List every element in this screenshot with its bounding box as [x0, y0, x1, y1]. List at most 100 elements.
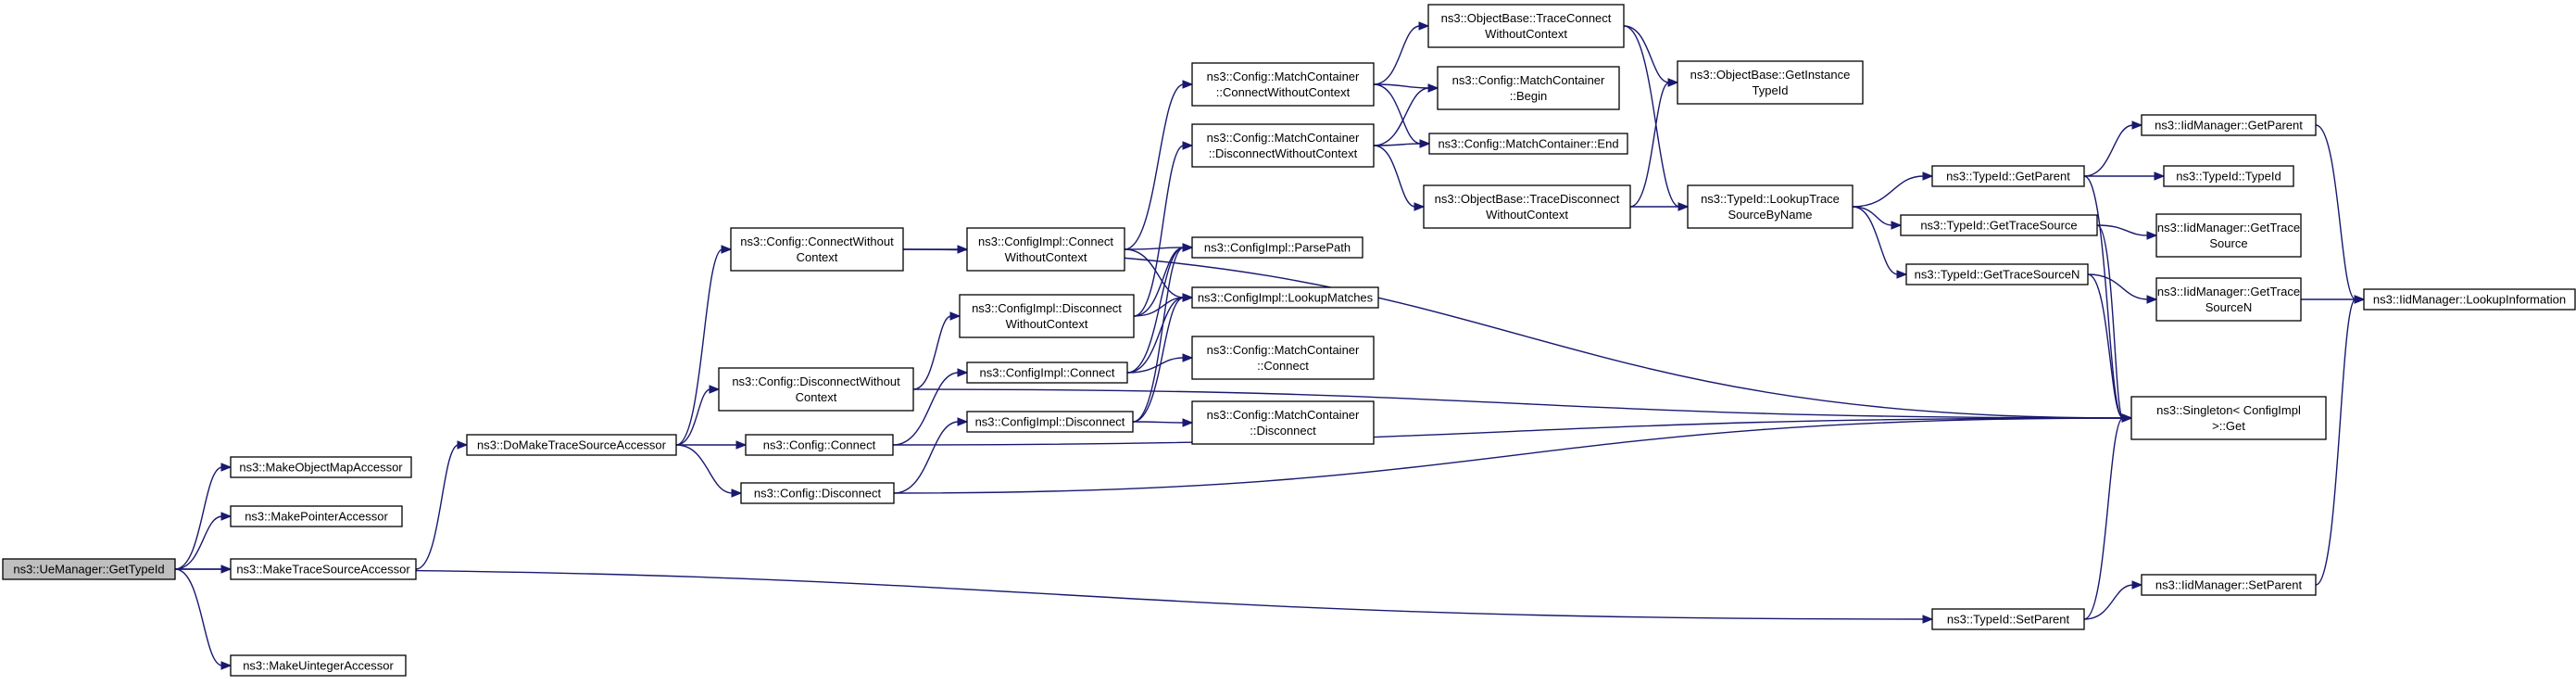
node-impl-connect-wo-ctx[interactable]: ns3::ConfigImpl::ConnectWithoutContext	[966, 227, 1125, 272]
edge-obTraceDisconnectWoCtx-to-lookupTraceSource	[1629, 202, 1690, 211]
node-iid-get-trace-source[interactable]: ns3::IidManager::GetTraceSource	[2155, 213, 2302, 258]
node-box	[2130, 396, 2327, 440]
node-do-make-trace[interactable]: ns3::DoMakeTraceSourceAccessor	[466, 434, 677, 456]
edge-arrowhead	[957, 417, 969, 426]
node-type-id-set-parent[interactable]: ns3::TypeId::SetParent	[1931, 608, 2085, 630]
edge-line	[892, 372, 960, 446]
node-singleton-get[interactable]: ns3::Singleton< ConfigImpl>::Get	[2130, 396, 2327, 440]
edge-implDisconnect-to-lookupMatches	[1132, 293, 1194, 423]
edge-line	[892, 417, 2124, 446]
edge-arrowhead	[2354, 295, 2366, 304]
node-box	[1191, 236, 1363, 259]
node-cfg-connect[interactable]: ns3::Config::Connect	[745, 434, 894, 456]
node-box	[2363, 288, 2576, 311]
edge-arrowhead	[949, 311, 961, 321]
node-cfg-connect-wo-ctx[interactable]: ns3::Config::ConnectWithoutContext	[730, 227, 904, 272]
node-label: SourceByName	[1728, 208, 1812, 222]
node-label: ns3::ObjectBase::TraceDisconnect	[1435, 192, 1620, 206]
node-mc-end[interactable]: ns3::Config::MatchContainer::End	[1428, 133, 1628, 155]
node-label: ns3::Config::MatchContainer	[1207, 131, 1360, 145]
node-label: TypeId	[1752, 83, 1788, 97]
edge-lookupTraceSource-to-typeIdGetTraceSource	[1852, 206, 1903, 230]
edge-arrowhead	[731, 488, 743, 498]
node-type-id-get-trace-source[interactable]: ns3::TypeId::GetTraceSource	[1900, 214, 2098, 236]
edge-lookupTraceSource-to-typeIdGetTraceSourceN	[1852, 206, 1908, 279]
edge-line	[902, 248, 2124, 419]
edge-implConnect-to-parsePath	[1126, 243, 1194, 374]
edge-mcConnectWoCtx-to-obTraceConnectWoCtx	[1373, 21, 1430, 85]
node-iid-set-parent[interactable]: ns3::IidManager::SetParent	[2141, 574, 2317, 596]
node-iid-lookup-info[interactable]: ns3::IidManager::LookupInformation	[2363, 288, 2576, 311]
edge-line	[2315, 124, 2356, 300]
node-parse-path[interactable]: ns3::ConfigImpl::ParsePath	[1191, 236, 1363, 259]
node-type-id-get-trace-source-n[interactable]: ns3::TypeId::GetTraceSourceN	[1905, 263, 2089, 285]
node-label: Context	[797, 250, 838, 264]
edge-line	[1126, 357, 1185, 374]
edge-implDisconnectWoCtx-to-mcDisconnectWoCtx	[1133, 141, 1194, 317]
node-mc-connect-wo-ctx[interactable]: ns3::Config::MatchContainer::ConnectWith…	[1191, 62, 1375, 107]
node-iid-get-parent[interactable]: ns3::IidManager::GetParent	[2141, 114, 2317, 136]
edge-implDisconnect-to-parsePath	[1132, 243, 1194, 423]
node-box	[2141, 574, 2317, 596]
node-mc-disconnect-wo-ctx[interactable]: ns3::Config::MatchContainer::DisconnectW…	[1191, 123, 1375, 168]
edge-arrowhead	[1891, 221, 1903, 230]
edge-typeIdSetParent-to-singletonGet	[2083, 413, 2133, 620]
node-impl-connect[interactable]: ns3::ConfigImpl::Connect	[966, 362, 1128, 384]
edge-arrowhead	[1414, 202, 1426, 211]
edge-arrowhead	[1182, 418, 1194, 427]
edge-arrowhead	[2131, 580, 2143, 590]
node-make-object-map[interactable]: ns3::MakeObjectMapAccessor	[230, 456, 412, 478]
node-make-uinteger[interactable]: ns3::MakeUintegerAccessor	[230, 654, 407, 677]
node-impl-disconnect-wo-ctx[interactable]: ns3::ConfigImpl::DisconnectWithoutContex…	[959, 294, 1135, 338]
edge-arrowhead	[735, 440, 748, 450]
edge-doMakeTrace-to-cfgConnect	[676, 440, 748, 450]
node-get-type-id[interactable]: ns3::UeManager::GetTypeId	[2, 558, 176, 580]
node-make-pointer[interactable]: ns3::MakePointerAccessor	[230, 505, 403, 527]
edge-doMakeTrace-to-cfgConnectWoCtx	[675, 245, 733, 446]
node-box	[1191, 62, 1375, 107]
node-label: ns3::MakeUintegerAccessor	[243, 659, 394, 673]
node-make-trace-source[interactable]: ns3::MakeTraceSourceAccessor	[230, 558, 417, 580]
edge-typeIdGetParent-to-typeIdTypeId	[2084, 171, 2166, 181]
node-lookup-matches[interactable]: ns3::ConfigImpl::LookupMatches	[1191, 286, 1379, 309]
node-box	[1905, 263, 2089, 285]
node-box	[230, 505, 403, 527]
edge-arrowhead	[1182, 243, 1194, 252]
node-mc-connect[interactable]: ns3::Config::MatchContainer::Connect	[1191, 336, 1375, 380]
node-type-id-type-id[interactable]: ns3::TypeId::TypeId	[2163, 165, 2294, 187]
node-cfg-disconnect[interactable]: ns3::Config::Disconnect	[740, 482, 895, 504]
node-type-id-get-parent[interactable]: ns3::TypeId::GetParent	[1931, 165, 2085, 187]
node-label: ns3::TypeId::SetParent	[1947, 613, 2070, 627]
node-impl-disconnect[interactable]: ns3::ConfigImpl::Disconnect	[966, 411, 1134, 433]
node-box	[230, 558, 417, 580]
edge-line	[2087, 273, 2149, 300]
edge-line	[1373, 87, 1430, 146]
edge-line	[1373, 83, 1422, 145]
node-mc-disconnect[interactable]: ns3::Config::MatchContainer::Disconnect	[1191, 400, 1375, 445]
edge-line	[174, 568, 223, 666]
edge-obTraceDisconnectWoCtx-to-obGetInstanceTypeId	[1629, 78, 1679, 208]
edge-arrowhead	[2121, 413, 2133, 423]
node-label: ns3::MakeObjectMapAccessor	[239, 461, 403, 475]
edge-line	[2083, 417, 2124, 620]
node-cfg-disconnect-wo-ctx[interactable]: ns3::Config::DisconnectWithoutContext	[718, 367, 914, 412]
node-label: ns3::TypeId::LookupTrace	[1701, 192, 1840, 206]
node-iid-get-trace-source-n[interactable]: ns3::IidManager::GetTraceSourceN	[2155, 277, 2302, 322]
node-ob-trace-connect-wo-ctx[interactable]: ns3::ObjectBase::TraceConnectWithoutCont…	[1427, 4, 1625, 48]
node-label: ns3::IidManager::LookupInformation	[2373, 293, 2566, 307]
node-mc-begin[interactable]: ns3::Config::MatchContainer::Begin	[1437, 66, 1620, 110]
node-label: ::Begin	[1510, 89, 1547, 103]
node-ob-trace-disconnect-wo-ctx[interactable]: ns3::ObjectBase::TraceDisconnectWithoutC…	[1423, 184, 1631, 229]
edge-typeIdGetParent-to-singletonGet	[2083, 175, 2133, 423]
node-label: ns3::DoMakeTraceSourceAccessor	[477, 438, 667, 452]
edge-line	[1126, 297, 1185, 374]
node-box	[966, 227, 1125, 272]
edge-line	[1132, 297, 1185, 423]
node-label: ns3::Config::ConnectWithout	[740, 235, 894, 248]
node-box	[730, 227, 904, 272]
node-label: ns3::Config::MatchContainer	[1207, 408, 1360, 422]
edge-line	[2315, 298, 2356, 586]
edge-line	[675, 444, 734, 494]
